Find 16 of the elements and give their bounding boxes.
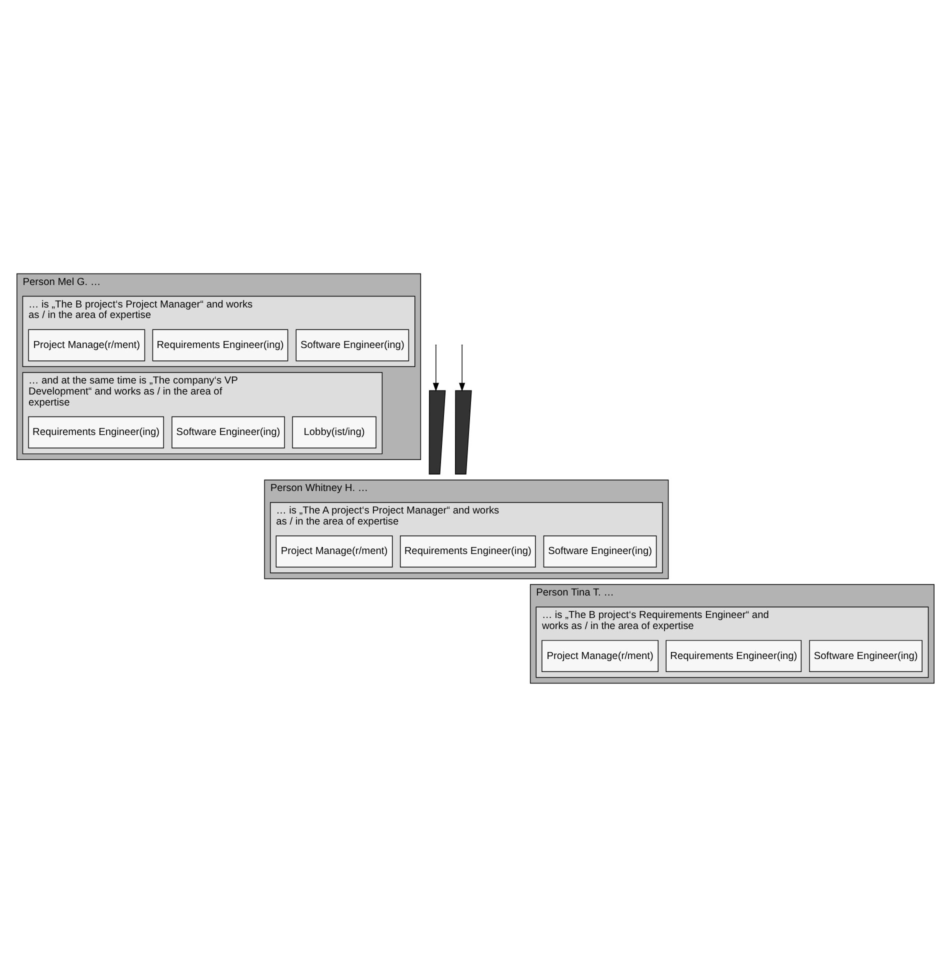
node-lightning [454,390,472,474]
node-box: Project Manage(r/ment) [28,329,146,362]
node-box: Software Engineer(ing) [543,536,657,568]
node-box: Requirements Engineer(ing) [400,536,536,568]
arrow [432,346,439,392]
node-box: Software Engineer(ing) [172,416,285,448]
node-box: Requirements Engineer(ing) [666,640,802,672]
node-box: Project Manage(r/ment) [542,640,658,672]
node-box: Requirements Engineer(ing) [28,416,164,448]
node-box: Lobby(ist/ing) [292,416,376,448]
node-lightning [428,390,446,474]
node-box: Project Manage(r/ment) [276,536,393,568]
node-box: Requirements Engineer(ing) [152,329,288,362]
node-box: Software Engineer(ing) [296,329,410,362]
node-box: Software Engineer(ing) [809,640,922,672]
arrow [459,346,466,392]
